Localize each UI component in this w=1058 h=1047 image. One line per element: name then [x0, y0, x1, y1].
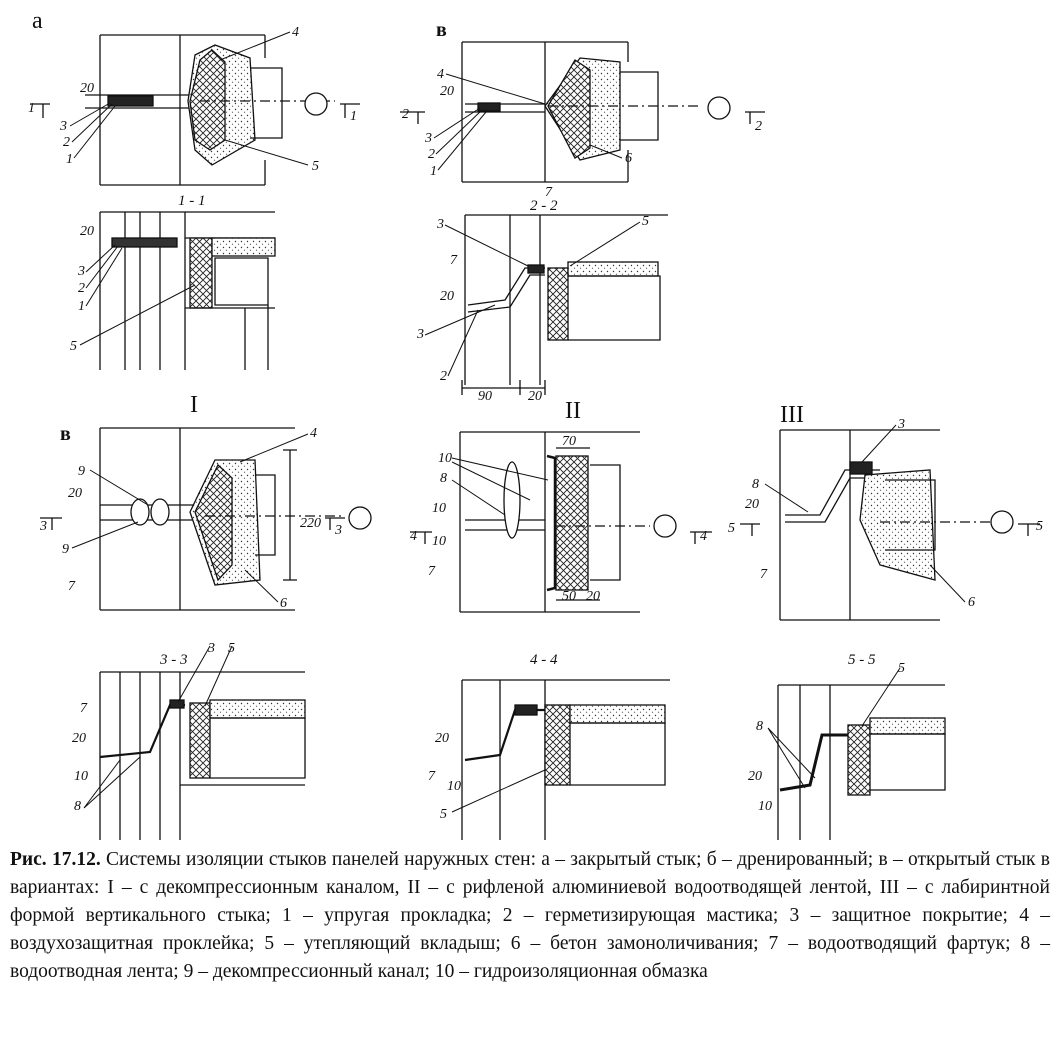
variant-label-III: III	[780, 402, 804, 428]
section-title-5-5: 5 - 5	[848, 652, 876, 668]
dim-20-s22-side: 20	[440, 289, 454, 304]
figure-caption: Рис. 17.12. Системы изоляции стыков пане…	[10, 846, 1050, 986]
section-mark-3-right: 3	[334, 523, 342, 538]
caption-text: Системы изоляции стыков панелей наружных…	[10, 849, 1050, 982]
callout-8-II: 8	[440, 471, 447, 486]
callout-3-a: 3	[59, 119, 67, 134]
callout-10-II: 10	[438, 451, 452, 466]
callout-5-s44: 5	[440, 807, 447, 822]
caption-title: Рис. 17.12.	[10, 849, 101, 870]
callout-7-s33: 7	[80, 701, 88, 716]
callout-9-top: 9	[78, 464, 85, 479]
callout-8-III: 8	[752, 477, 759, 492]
section-title-3-3: 3 - 3	[159, 652, 188, 668]
dim-20-b: 20	[440, 84, 454, 99]
callout-3-s33: 3	[207, 641, 215, 656]
section-3-3	[99, 671, 306, 840]
section-mark-1-right: 1	[350, 109, 357, 124]
detail-a-plan	[30, 34, 360, 186]
dim-20-I: 20	[68, 486, 82, 501]
callout-2-a: 2	[63, 135, 70, 150]
callout-2-s22: 2	[440, 369, 447, 384]
callout-4-b: 4	[437, 67, 444, 82]
dim-20-s33: 20	[72, 731, 86, 746]
dim-20-s22-bottom: 20	[528, 389, 542, 404]
callout-2-s11: 2	[78, 281, 85, 296]
callout-3-b: 3	[424, 131, 432, 146]
drawing-labels: а в в I II III 1 - 1 2 - 2 3 - 3 4 - 4 5…	[28, 8, 1043, 822]
dim-20-II-bottom: 20	[586, 589, 600, 604]
callout-7-b: 7	[545, 185, 553, 200]
joint-insulation-drawing: а в в I II III 1 - 1 2 - 2 3 - 3 4 - 4 5…	[28, 8, 1043, 840]
callout-6-b: 6	[625, 151, 632, 166]
section-mark-4-left: 4	[410, 529, 417, 544]
callout-7-II: 7	[428, 564, 436, 579]
callout-3-III: 3	[897, 417, 905, 432]
dim-10-s33: 10	[74, 769, 88, 784]
callout-7-I: 7	[68, 579, 76, 594]
dim-20-s44: 20	[435, 731, 449, 746]
section-mark-3-left: 3	[39, 519, 47, 534]
callout-4-I: 4	[310, 426, 317, 441]
dim-70: 70	[562, 434, 576, 449]
dim-50: 50	[562, 589, 576, 604]
callout-5-s11: 5	[70, 339, 77, 354]
variant-label-I: I	[190, 392, 198, 418]
section-mark-5-left: 5	[728, 521, 735, 536]
callout-3-s22-bottom: 3	[416, 327, 424, 342]
panel-label-b: в	[436, 19, 447, 41]
callout-1-b: 1	[430, 164, 437, 179]
callout-9-bottom: 9	[62, 542, 69, 557]
callout-1-s11: 1	[78, 299, 85, 314]
dim-10-II-bottom: 10	[432, 534, 446, 549]
section-1-1	[99, 211, 276, 370]
section-title-1-1: 1 - 1	[178, 193, 206, 209]
dim-90: 90	[478, 389, 492, 404]
callout-6-III: 6	[968, 595, 975, 610]
callout-5-a: 5	[312, 159, 319, 174]
callout-6-I: 6	[280, 596, 287, 611]
callout-5-s33: 5	[228, 641, 235, 656]
dim-220: 220	[300, 516, 321, 531]
callout-5-s22: 5	[642, 214, 649, 229]
dim-10-s44: 10	[447, 779, 461, 794]
dim-10-s55: 10	[758, 799, 772, 814]
dim-20-III: 20	[745, 497, 759, 512]
dim-10-II-top: 10	[432, 501, 446, 516]
leader-lines	[69, 31, 966, 813]
callout-8-s55: 8	[756, 719, 763, 734]
panel-label-a: а	[32, 8, 43, 34]
dim-20-s11: 20	[80, 224, 94, 239]
callout-2-b: 2	[428, 147, 435, 162]
detail-III-plan	[740, 429, 1040, 621]
section-mark-2-right: 2	[755, 119, 762, 134]
section-title-2-2: 2 - 2	[530, 198, 558, 214]
callout-8-s33: 8	[74, 799, 81, 814]
detail-I-plan	[40, 427, 372, 611]
detail-b-plan	[400, 41, 765, 183]
section-5-5	[777, 684, 946, 840]
panel-label-c: в	[60, 423, 71, 445]
section-mark-1-left: 1	[28, 101, 35, 116]
section-mark-2-left: 2	[402, 107, 409, 122]
callout-3-s11: 3	[77, 264, 85, 279]
callout-7-s44: 7	[428, 769, 436, 784]
callout-4-a: 4	[292, 25, 299, 40]
callout-1-a: 1	[66, 152, 73, 167]
dim-20-s55: 20	[748, 769, 762, 784]
section-title-4-4: 4 - 4	[530, 652, 558, 668]
section-mark-5-right: 5	[1036, 519, 1043, 534]
section-4-4	[461, 679, 670, 840]
callout-3-s22-top: 3	[436, 217, 444, 232]
section-mark-4-right: 4	[700, 529, 707, 544]
detail-II-plan	[410, 431, 712, 613]
callout-7-s22: 7	[450, 253, 458, 268]
dim-20-a: 20	[80, 81, 94, 96]
callout-7-III: 7	[760, 567, 768, 582]
variant-label-II: II	[565, 398, 581, 424]
callout-5-s55: 5	[898, 661, 905, 676]
section-2-2	[461, 214, 668, 395]
